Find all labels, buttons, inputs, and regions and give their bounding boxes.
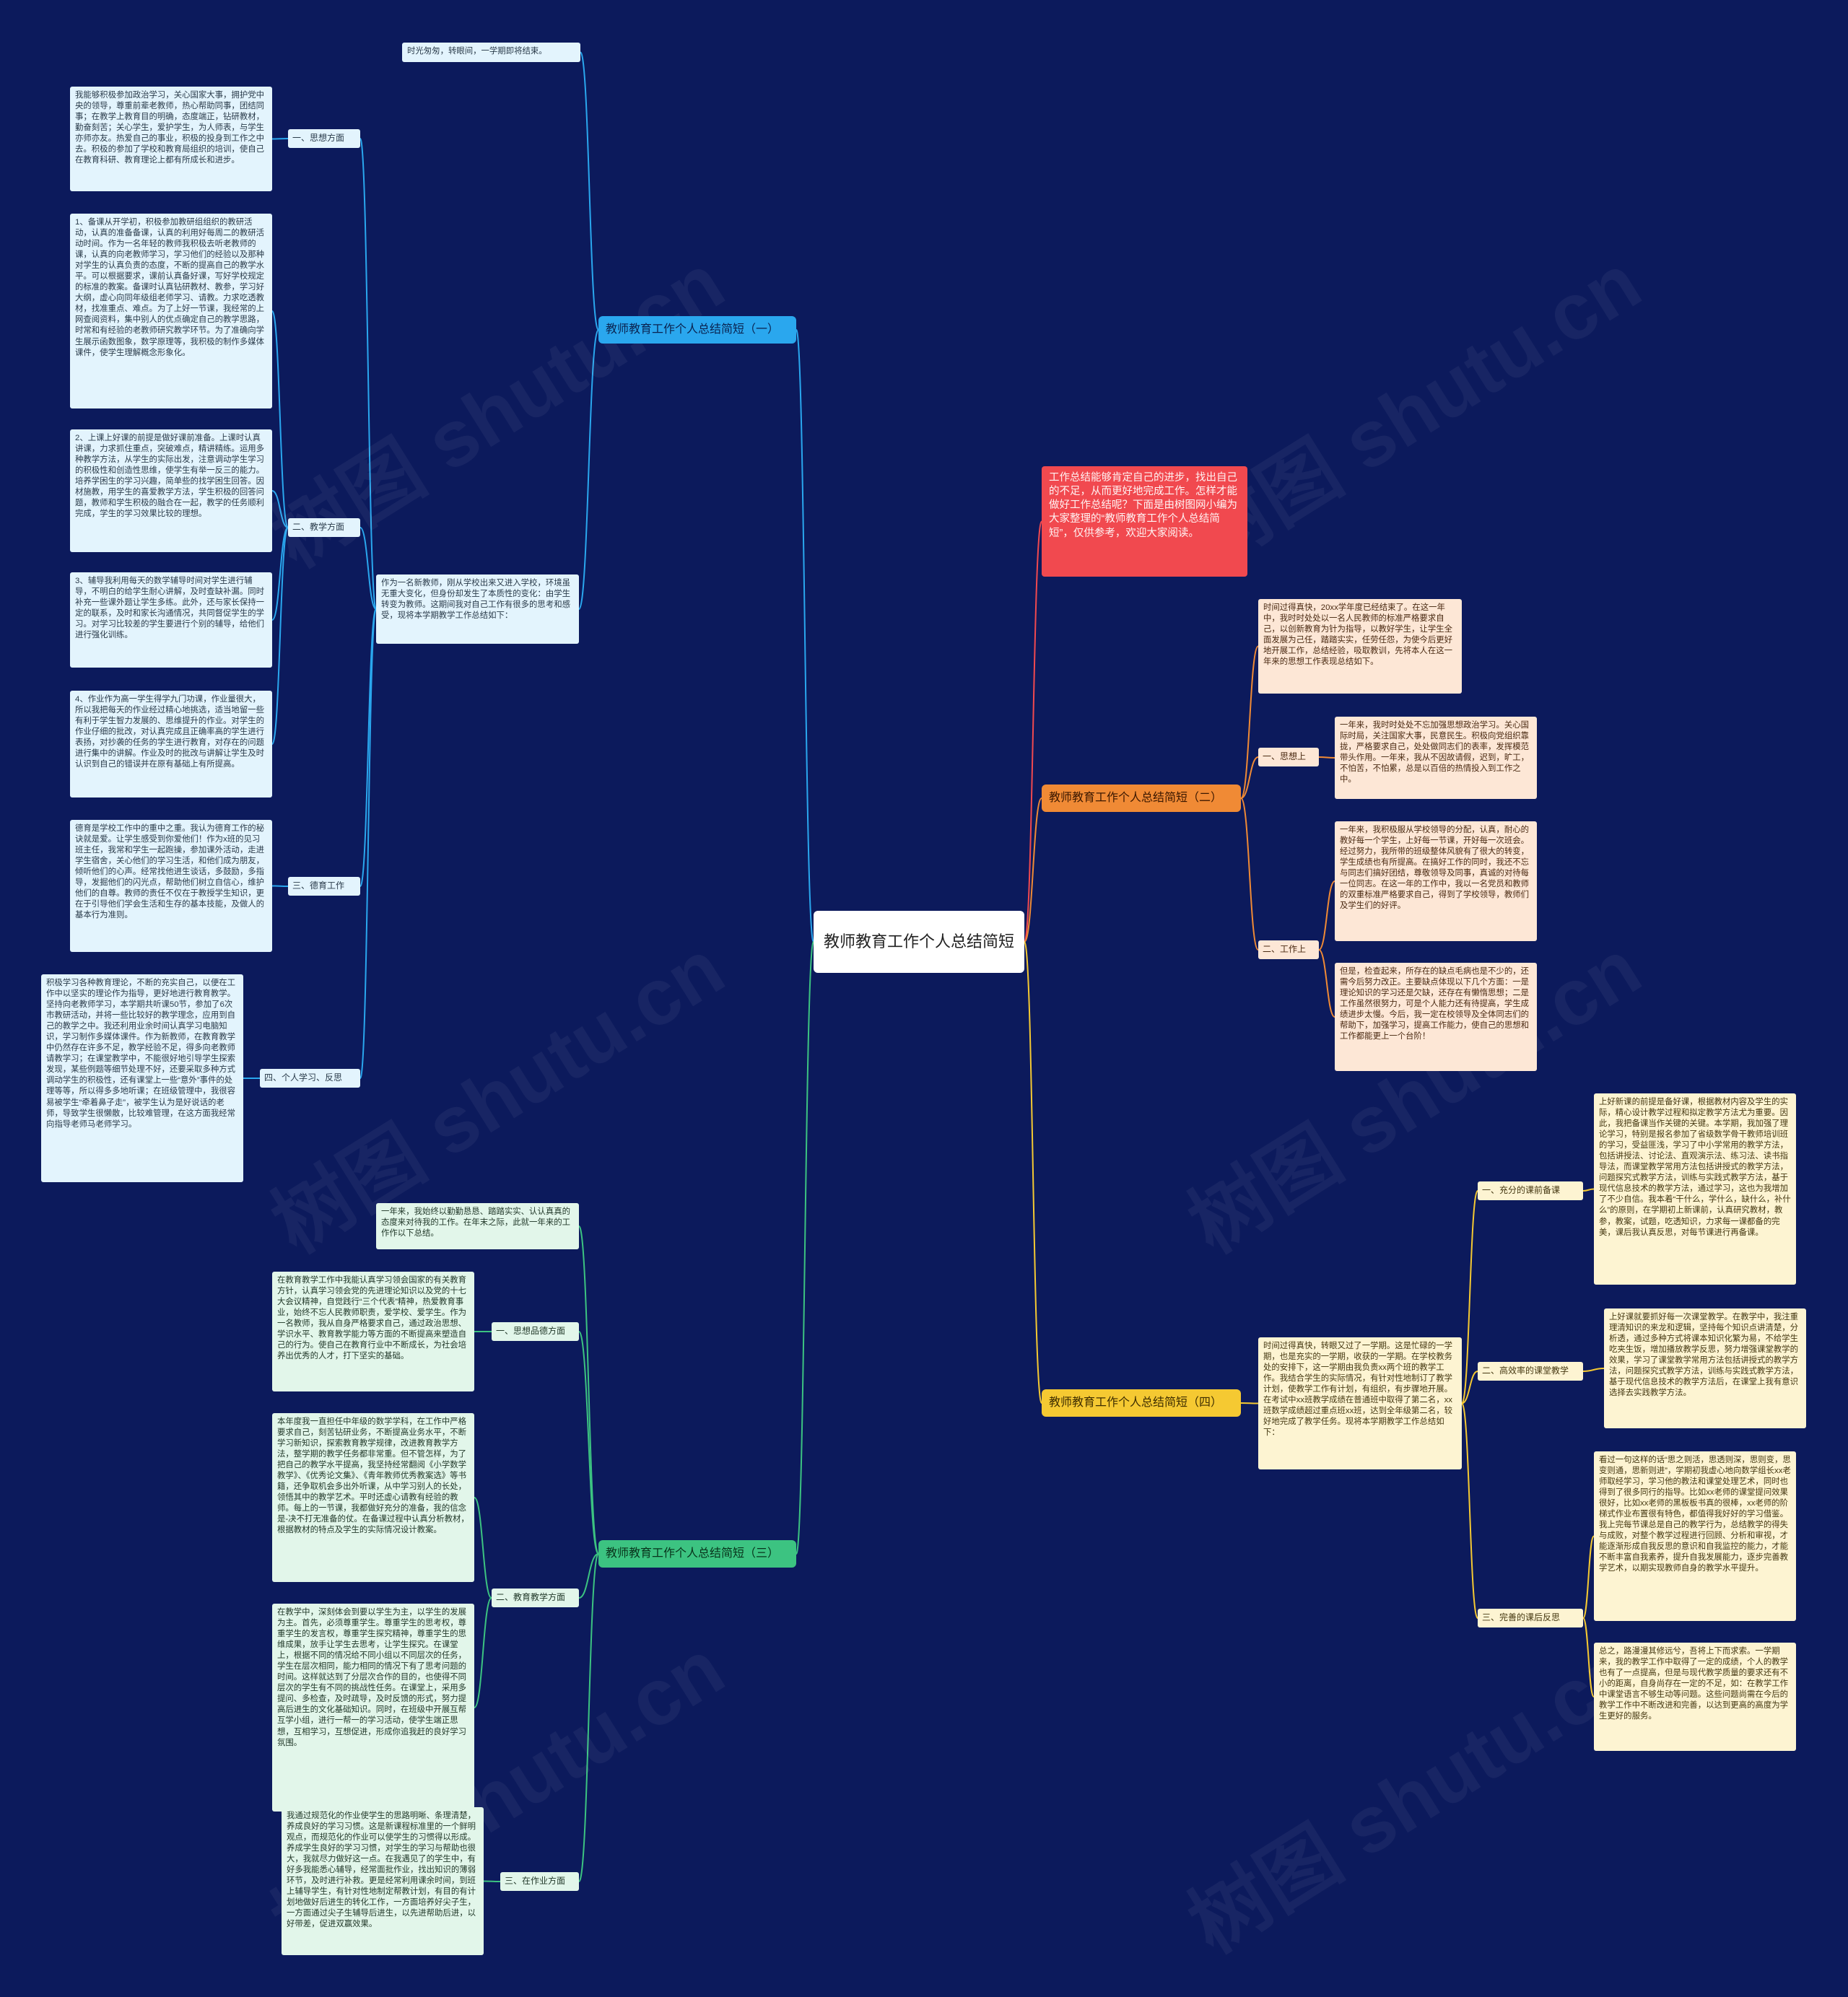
connector — [1240, 645, 1259, 799]
connector — [580, 51, 599, 331]
branch-1-title[interactable]: 教师教育工作个人总结简短（一） — [598, 316, 796, 344]
connector — [1582, 1188, 1595, 1192]
connector — [359, 527, 377, 610]
connector — [796, 329, 814, 943]
connector — [1582, 1368, 1605, 1372]
section-teaching-text-2[interactable]: 2、上课上好课的前提是做好课前准备。上课时认真讲课，力求抓住重点，突破难点，精讲… — [70, 429, 272, 552]
connector — [1461, 1402, 1478, 1619]
section-class[interactable]: 二、高效率的课堂教学 — [1478, 1362, 1583, 1381]
connector — [359, 608, 377, 1079]
connector — [359, 138, 377, 610]
connector — [359, 608, 377, 887]
intro-note[interactable]: 工作总结能够肯定自己的进步，找出自己的不足，从而更好地完成工作。怎样才能做好工作… — [1042, 466, 1247, 577]
section-teaching[interactable]: 二、教学方面 — [288, 518, 360, 537]
connector — [796, 941, 814, 1555]
section-work-2-text-1[interactable]: 一年来，我积极服从学校领导的分配，认真，耐心的教好每一个学生，上好每一节课，开好… — [1335, 821, 1537, 941]
connector — [271, 885, 289, 887]
section-thought-text[interactable]: 我能够积极参加政治学习，关心国家大事，拥护党中央的领导，尊重前辈老教师，热心帮助… — [70, 87, 272, 191]
section-prep-text[interactable]: 上好新课的前提是备好课，根据教材内容及学生的实际，精心设计教学过程和拟定教学方法… — [1594, 1093, 1796, 1285]
section-class-text[interactable]: 上好课就要抓好每一次课堂教学。在教学中，我注重理清知识的来龙和逻辑，坚持每个知识… — [1604, 1308, 1806, 1428]
connector — [578, 1225, 599, 1555]
section-thought-2-text[interactable]: 一年来，我时时处处不忘加强思想政治学习。关心国际时局，关注国家大事，民意民生。积… — [1335, 717, 1537, 799]
branch-1-summary[interactable]: 作为一名新教师，刚从学校出来又进入学校，环境虽无重大变化，但身份却发生了本质性的… — [376, 574, 579, 644]
connector — [1582, 1535, 1595, 1619]
branch-4-opening[interactable]: 时间过得真快，转眼又过了一学期。这是忙碌的一学期，也是充实的一学期，收获的一学期… — [1258, 1337, 1462, 1469]
connector — [1024, 520, 1042, 943]
section-edu-teaching-text-1[interactable]: 本年度我一直担任中年级的数学学科，在工作中严格要求自己，刻苦钻研业务，不断提高业… — [272, 1413, 474, 1582]
connector — [1240, 1402, 1259, 1404]
section-teaching-text-1[interactable]: 1、备课从开学初，积极参加教研组组织的教研活动，认真的准备备课，认真的利用好每周… — [70, 214, 272, 408]
connector — [271, 310, 289, 528]
connector — [1461, 1371, 1478, 1404]
section-edu-teaching-text-2[interactable]: 在教学中，深刻体会到要以学生为主，以学生的发展为主。首先，必须尊重学生。尊重学生… — [272, 1604, 474, 1812]
connector — [578, 1331, 599, 1555]
section-edu-teaching[interactable]: 二、教育教学方面 — [492, 1589, 579, 1607]
branch-3-title[interactable]: 教师教育工作个人总结简短（三） — [598, 1540, 796, 1568]
section-prep[interactable]: 一、充分的课前备课 — [1478, 1181, 1583, 1200]
section-work-2[interactable]: 二、工作上 — [1258, 940, 1319, 959]
branch-2-opening[interactable]: 时间过得真快，20xx学年度已经结束了。在这一年中，我时时处处以一名人民教师的标… — [1258, 599, 1462, 694]
connector — [474, 1497, 492, 1599]
branch-2-title[interactable]: 教师教育工作个人总结简短（二） — [1042, 785, 1241, 812]
section-thought[interactable]: 一、思想方面 — [288, 129, 360, 148]
connector — [1318, 880, 1335, 951]
section-after-text-2[interactable]: 总之，路漫漫其修远兮，吾将上下而求索。一学期来，我的教学工作中取得了一定的成绩，… — [1594, 1643, 1796, 1751]
connector — [271, 527, 289, 621]
section-reflection[interactable]: 四、个人学习、反思 — [260, 1069, 360, 1088]
connector — [1024, 941, 1042, 1404]
connector — [578, 1553, 599, 1882]
section-homework-text[interactable]: 我通过规范化的作业使学生的思路明晰、条理清楚，养成良好的学习习惯。这是新课程标准… — [282, 1807, 484, 1955]
section-teaching-text-4[interactable]: 4、作业作为高一学生得学九门功课，作业量很大，所以我把每天的作业经过精心地挑选，… — [70, 691, 272, 798]
section-reflection-text[interactable]: 积极学习各种教育理论，不断的充实自己，以便在工作中以坚实的理论作为指导，更好地进… — [41, 974, 243, 1182]
branch-4-title[interactable]: 教师教育工作个人总结简短（四） — [1042, 1389, 1241, 1417]
section-moral[interactable]: 三、德育工作 — [288, 877, 360, 896]
connector — [1318, 949, 1335, 1018]
branch-1-opening[interactable]: 时光匆匆，转眼间，一学期即将结束。 — [402, 43, 580, 62]
section-ideology[interactable]: 一、思想品德方面 — [492, 1322, 579, 1341]
connector — [1240, 756, 1259, 799]
section-homework[interactable]: 三、在作业方面 — [500, 1872, 579, 1891]
connector — [1024, 798, 1042, 943]
connector — [271, 527, 289, 745]
connector — [578, 1553, 599, 1599]
section-ideology-text[interactable]: 在教育教学工作中我能认真学习领会国家的有关教育方针，认真学习领会党的先进理论知识… — [272, 1272, 474, 1391]
section-work-2-text-2[interactable]: 但是，检查起来，所存在的缺点毛病也是不少的，还需今后努力改正。主要缺点体现以下几… — [1335, 963, 1537, 1071]
section-thought-2[interactable]: 一、思想上 — [1258, 748, 1319, 766]
connector — [1461, 1190, 1478, 1404]
connector — [474, 1597, 492, 1708]
section-moral-text[interactable]: 德育是学校工作中的重中之重。我认为德育工作的秘诀就是爱。让学生感受到你爱他们！作… — [70, 820, 272, 952]
root-topic[interactable]: 教师教育工作个人总结简短 — [814, 911, 1024, 973]
branch-3-opening[interactable]: 一年来，我始终以勤勤恳恳、踏踏实实、认认真真的态度来对待我的工作。在年末之际，此… — [376, 1203, 579, 1249]
connector — [578, 329, 599, 610]
connector — [1318, 756, 1335, 759]
section-teaching-text-3[interactable]: 3、辅导我利用每天的数学辅导时间对学生进行辅导，不明白的给学生耐心讲解，及时查缺… — [70, 572, 272, 668]
section-after-text-1[interactable]: 看过一句这样的话“思之则活，思透则深，思则变，思变则通，思新则进”，学期初我虚心… — [1594, 1451, 1796, 1621]
connector — [1240, 798, 1259, 951]
connector — [1582, 1617, 1595, 1697]
section-after[interactable]: 三、完善的课后反思 — [1478, 1609, 1583, 1627]
connector — [271, 490, 289, 528]
